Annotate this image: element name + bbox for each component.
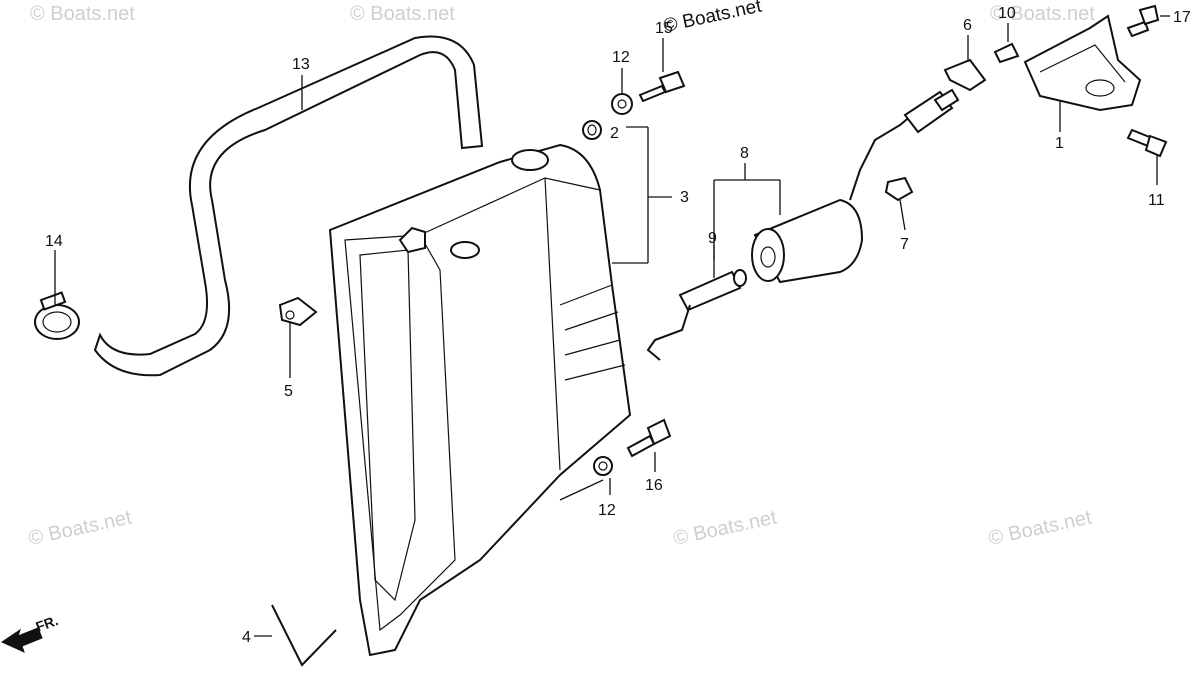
element-9 xyxy=(646,269,747,361)
connector xyxy=(903,88,960,134)
canister-8 xyxy=(751,109,919,284)
callout-7: 7 xyxy=(900,236,909,253)
callout-3: 3 xyxy=(680,189,689,206)
wire-4 xyxy=(271,604,337,667)
clip-7 xyxy=(884,176,914,202)
callout-4: 4 xyxy=(242,629,251,646)
hose-13 xyxy=(93,35,484,377)
callout-12-top: 12 xyxy=(612,49,630,66)
callout-1: 1 xyxy=(1055,135,1064,152)
front-label: FR. xyxy=(34,612,61,635)
callout-11: 11 xyxy=(1148,192,1165,209)
callout-6: 6 xyxy=(963,17,972,34)
washer-12-bottom xyxy=(593,456,613,476)
callout-2: 2 xyxy=(610,125,619,142)
watermark: © Boats.net xyxy=(671,506,779,549)
clip-5 xyxy=(278,296,318,327)
bolt-16 xyxy=(626,418,672,458)
leader-lines xyxy=(54,15,1170,637)
grommet-2 xyxy=(582,120,602,140)
callouts: 1 2 3 4 5 6 7 8 9 10 11 12 12 13 14 15 1… xyxy=(45,5,1191,646)
callout-9: 9 xyxy=(708,230,717,247)
bolt-11 xyxy=(1126,128,1168,158)
callout-17: 17 xyxy=(1173,9,1191,26)
bolt-15 xyxy=(638,70,686,103)
watermark: © Boats.net xyxy=(662,0,764,37)
callout-8: 8 xyxy=(740,145,749,162)
bracket-6 xyxy=(943,58,987,92)
watermark: © Boats.net xyxy=(350,3,455,25)
watermark: © Boats.net xyxy=(26,506,134,549)
watermark: © Boats.net xyxy=(990,3,1095,25)
arrow-icon xyxy=(0,627,43,653)
bolt-17 xyxy=(1126,4,1160,38)
callout-15: 15 xyxy=(655,20,673,37)
air-cleaner-case-3 xyxy=(328,143,632,657)
callout-10: 10 xyxy=(998,5,1016,22)
bracket-1 xyxy=(1023,14,1142,112)
watermark: © Boats.net xyxy=(30,3,135,25)
callout-5: 5 xyxy=(284,383,293,400)
clamp-14 xyxy=(34,291,80,340)
washer-12-top xyxy=(611,93,633,115)
callout-12-bottom: 12 xyxy=(598,502,616,519)
front-direction-arrow: FR. xyxy=(0,612,61,653)
callout-14: 14 xyxy=(45,233,63,250)
callout-16: 16 xyxy=(645,477,663,494)
bolt-10 xyxy=(993,42,1020,64)
callout-13: 13 xyxy=(292,56,310,73)
watermark: © Boats.net xyxy=(986,506,1094,549)
